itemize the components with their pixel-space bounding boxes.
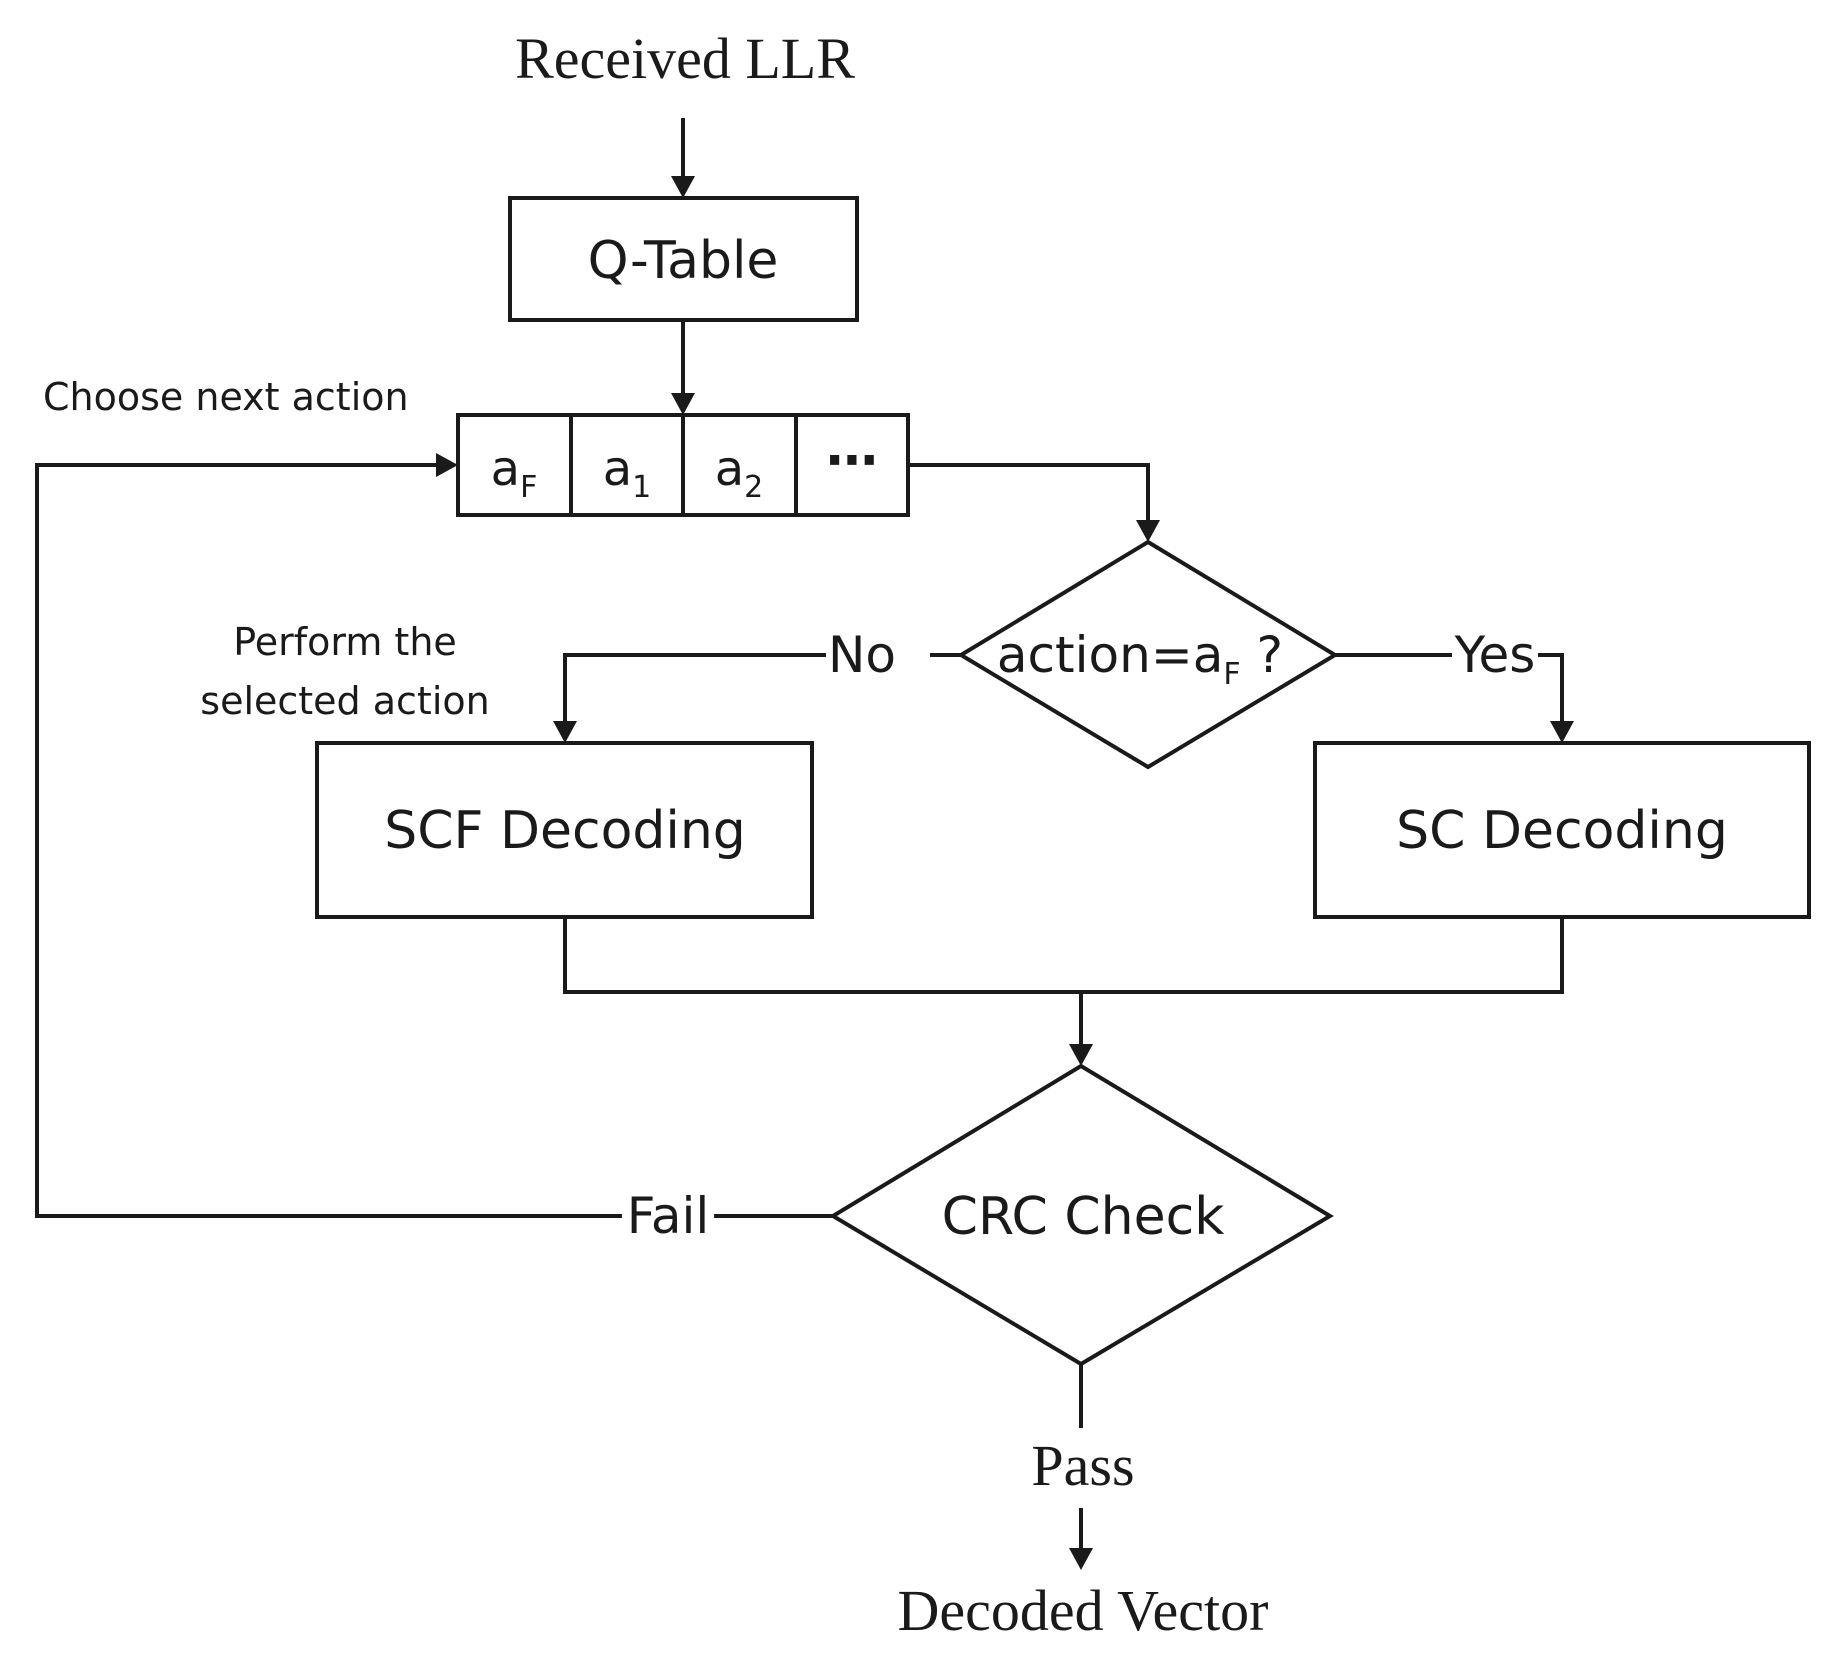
yes-label: Yes bbox=[1454, 626, 1536, 684]
sc-decoding-box bbox=[1313, 741, 1811, 919]
action-array: aF a1 a2 ⋯ bbox=[456, 413, 910, 517]
decoded-vector-label: Decoded Vector bbox=[898, 1578, 1269, 1643]
sc-decoding-label: SC Decoding bbox=[1396, 801, 1728, 861]
action-cell-more: ⋯ bbox=[826, 431, 878, 491]
choose-next-action-label: Choose next action bbox=[43, 375, 409, 419]
q-table-label: Q-Table bbox=[588, 231, 779, 291]
action-cell-a1: a1 bbox=[603, 441, 652, 505]
arrowhead-decision bbox=[1136, 520, 1160, 542]
merge-line bbox=[563, 917, 1564, 994]
crc-check-label: CRC Check bbox=[942, 1187, 1225, 1247]
scf-decoding-label: SCF Decoding bbox=[384, 801, 746, 861]
arrowhead-actions bbox=[671, 393, 695, 415]
perform-action-label-line1: Perform the bbox=[233, 620, 457, 664]
arrowhead-qtable bbox=[671, 176, 695, 198]
arrowhead-actions-loop bbox=[436, 453, 458, 477]
scf-decoding-box bbox=[315, 741, 814, 919]
fail-label: Fail bbox=[627, 1187, 710, 1245]
action-cell-a2: a2 bbox=[715, 441, 764, 505]
perform-action-label-line2: selected action bbox=[200, 679, 489, 723]
arrowhead-decoded bbox=[1069, 1548, 1093, 1570]
no-label: No bbox=[828, 626, 896, 684]
action-cell-af: aF bbox=[491, 441, 538, 505]
decision-label: action=aF ? bbox=[997, 626, 1283, 692]
pass-label: Pass bbox=[1031, 1433, 1134, 1498]
arrowhead-scf bbox=[553, 721, 577, 743]
no-line-left bbox=[563, 653, 826, 723]
arrowhead-crc bbox=[1069, 1044, 1093, 1066]
yes-line-right bbox=[1538, 653, 1564, 723]
arrow-actions-to-decision bbox=[908, 463, 1150, 522]
fail-loop-line bbox=[35, 463, 622, 1218]
arrowhead-sc bbox=[1550, 721, 1574, 743]
received-llr-label: Received LLR bbox=[515, 26, 855, 91]
decision-diamond bbox=[957, 539, 1339, 770]
